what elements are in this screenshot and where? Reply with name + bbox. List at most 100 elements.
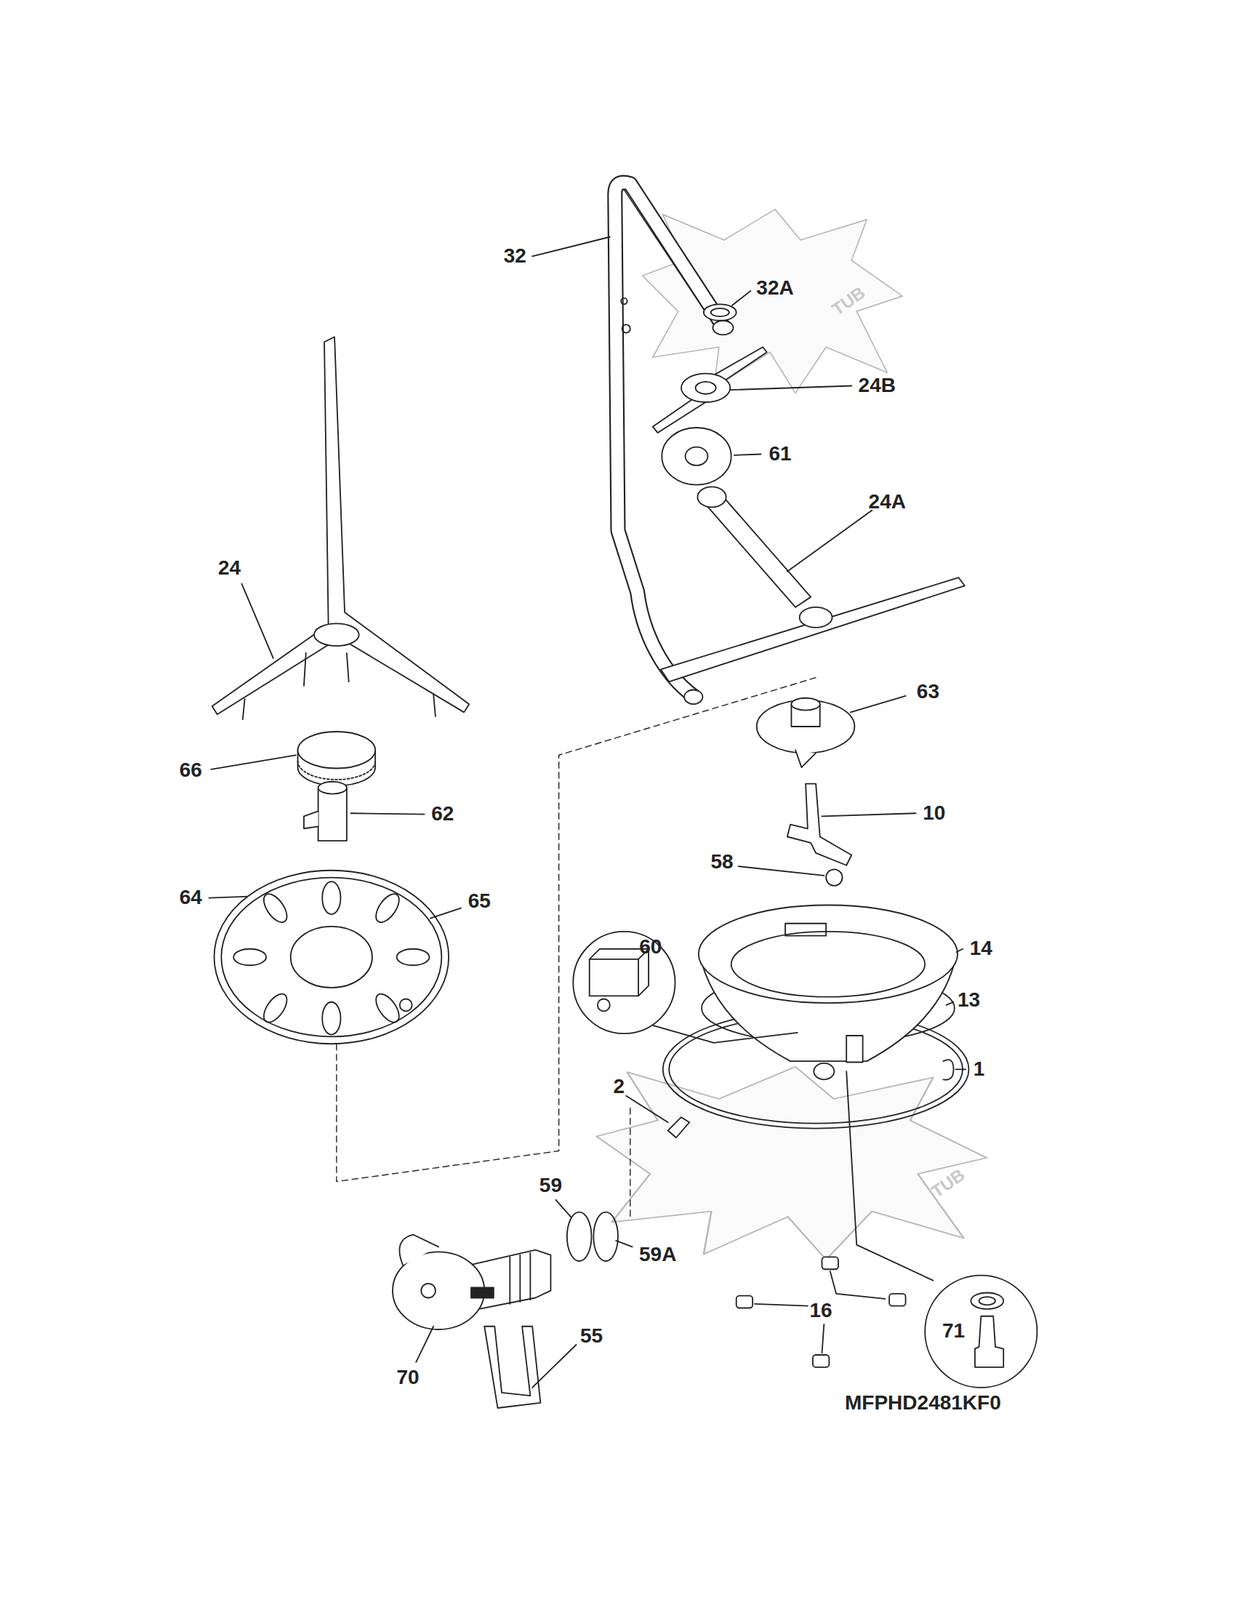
filter-knob [399, 998, 413, 1012]
arm-manifold [697, 486, 726, 507]
arm-hub [681, 373, 730, 403]
arm-foot [303, 652, 307, 686]
callout-number: 16 [809, 1299, 833, 1321]
diverter [787, 783, 852, 866]
leader-line [734, 454, 761, 456]
filter-slot [371, 989, 404, 1026]
leader-line [615, 1240, 632, 1247]
filter-slot [322, 1001, 341, 1035]
arm-foot [242, 698, 246, 720]
arm-foot [433, 693, 436, 717]
heater-relay [597, 998, 611, 1012]
pump-label [471, 1286, 494, 1298]
seal-ring [711, 308, 730, 317]
spray-tube [303, 810, 319, 829]
callout-number: 64 [179, 887, 203, 908]
pump-volute [420, 1283, 436, 1298]
foot-pad [736, 1295, 753, 1308]
tub-outline [642, 209, 904, 393]
callout-number: 61 [768, 443, 792, 464]
filter-slot [259, 889, 292, 927]
leader-line [532, 237, 611, 257]
leader-line [415, 1326, 434, 1362]
filter-slot [233, 948, 267, 965]
ring-clip [942, 1059, 954, 1080]
callout-number: 63 [916, 681, 940, 702]
tube-hole [620, 298, 627, 304]
filter-slot [371, 889, 404, 927]
tub-clip [668, 1116, 690, 1138]
sump-detail [785, 923, 826, 936]
leader-line [946, 1001, 954, 1005]
leader-line [732, 290, 751, 306]
watermark: TUB [928, 1165, 968, 1201]
callout-number: 1 [973, 1058, 986, 1079]
sensor [979, 1296, 996, 1305]
callout-number: 13 [957, 989, 981, 1010]
leader-line [241, 583, 273, 658]
spray-tube [318, 787, 347, 841]
leader-line [955, 1068, 966, 1070]
leader-line [822, 1323, 825, 1353]
callout-number: 70 [396, 1366, 419, 1388]
callout-circle [572, 931, 675, 1034]
leader-line [210, 754, 296, 770]
arm-hub [314, 623, 360, 646]
callout-number: 24B [858, 375, 896, 396]
leader-line [625, 1095, 669, 1122]
leader-line [822, 812, 917, 816]
foot-pad [812, 1354, 829, 1367]
filter-plate [214, 870, 450, 1044]
pump-body [509, 1252, 531, 1304]
o-ring [593, 1212, 618, 1261]
gear-ring [298, 731, 376, 768]
cover-disc [795, 749, 816, 768]
callout-number: 55 [580, 1325, 603, 1346]
filter-slot [396, 948, 430, 965]
leader-line [532, 1344, 576, 1388]
seal-ring [703, 303, 737, 320]
leader-line [555, 1199, 571, 1218]
leader-line [430, 908, 461, 919]
lower-spray-arm [212, 336, 469, 714]
leader-line [754, 1303, 808, 1306]
heater-relay [589, 958, 639, 996]
callout-number: 58 [710, 851, 733, 872]
leader-line [846, 1070, 933, 1281]
filter-slot [259, 989, 292, 1026]
sump-bowl [698, 904, 958, 1003]
callout-circle [924, 1275, 1037, 1388]
callout-number: 71 [942, 1320, 965, 1341]
o-ring [567, 1212, 592, 1261]
sump-bowl [731, 931, 926, 997]
callout-number: 24A [868, 491, 906, 512]
callout-number: 2 [613, 1076, 626, 1097]
gear-teeth [298, 761, 376, 780]
callout-number: 59A [639, 1243, 677, 1265]
callout-number: 10 [922, 802, 946, 824]
callout-number: 66 [179, 759, 203, 781]
check-ball [825, 868, 842, 885]
leader-line [830, 1270, 886, 1299]
assembly-line [629, 1103, 631, 1216]
filter-plate [221, 877, 442, 1037]
sensor [974, 1315, 1004, 1367]
cover-disc [791, 697, 820, 711]
filter-slot [322, 881, 341, 914]
foot-pad [889, 1293, 906, 1306]
callout-number: 62 [431, 803, 454, 824]
sump-detail [846, 1035, 863, 1062]
callout-number: 32A [756, 277, 794, 299]
sensor [970, 1291, 1004, 1308]
arm-manifold [703, 491, 811, 607]
middle-spray-arm [660, 577, 965, 682]
pump-volute [399, 1234, 439, 1266]
callout-number: 60 [639, 936, 662, 957]
arm-hub [695, 381, 717, 395]
leader-line [738, 865, 825, 876]
leader-line [787, 510, 872, 572]
tube-hole [622, 324, 631, 333]
filter-plate-hole [290, 926, 373, 988]
arm-hub [799, 607, 833, 628]
